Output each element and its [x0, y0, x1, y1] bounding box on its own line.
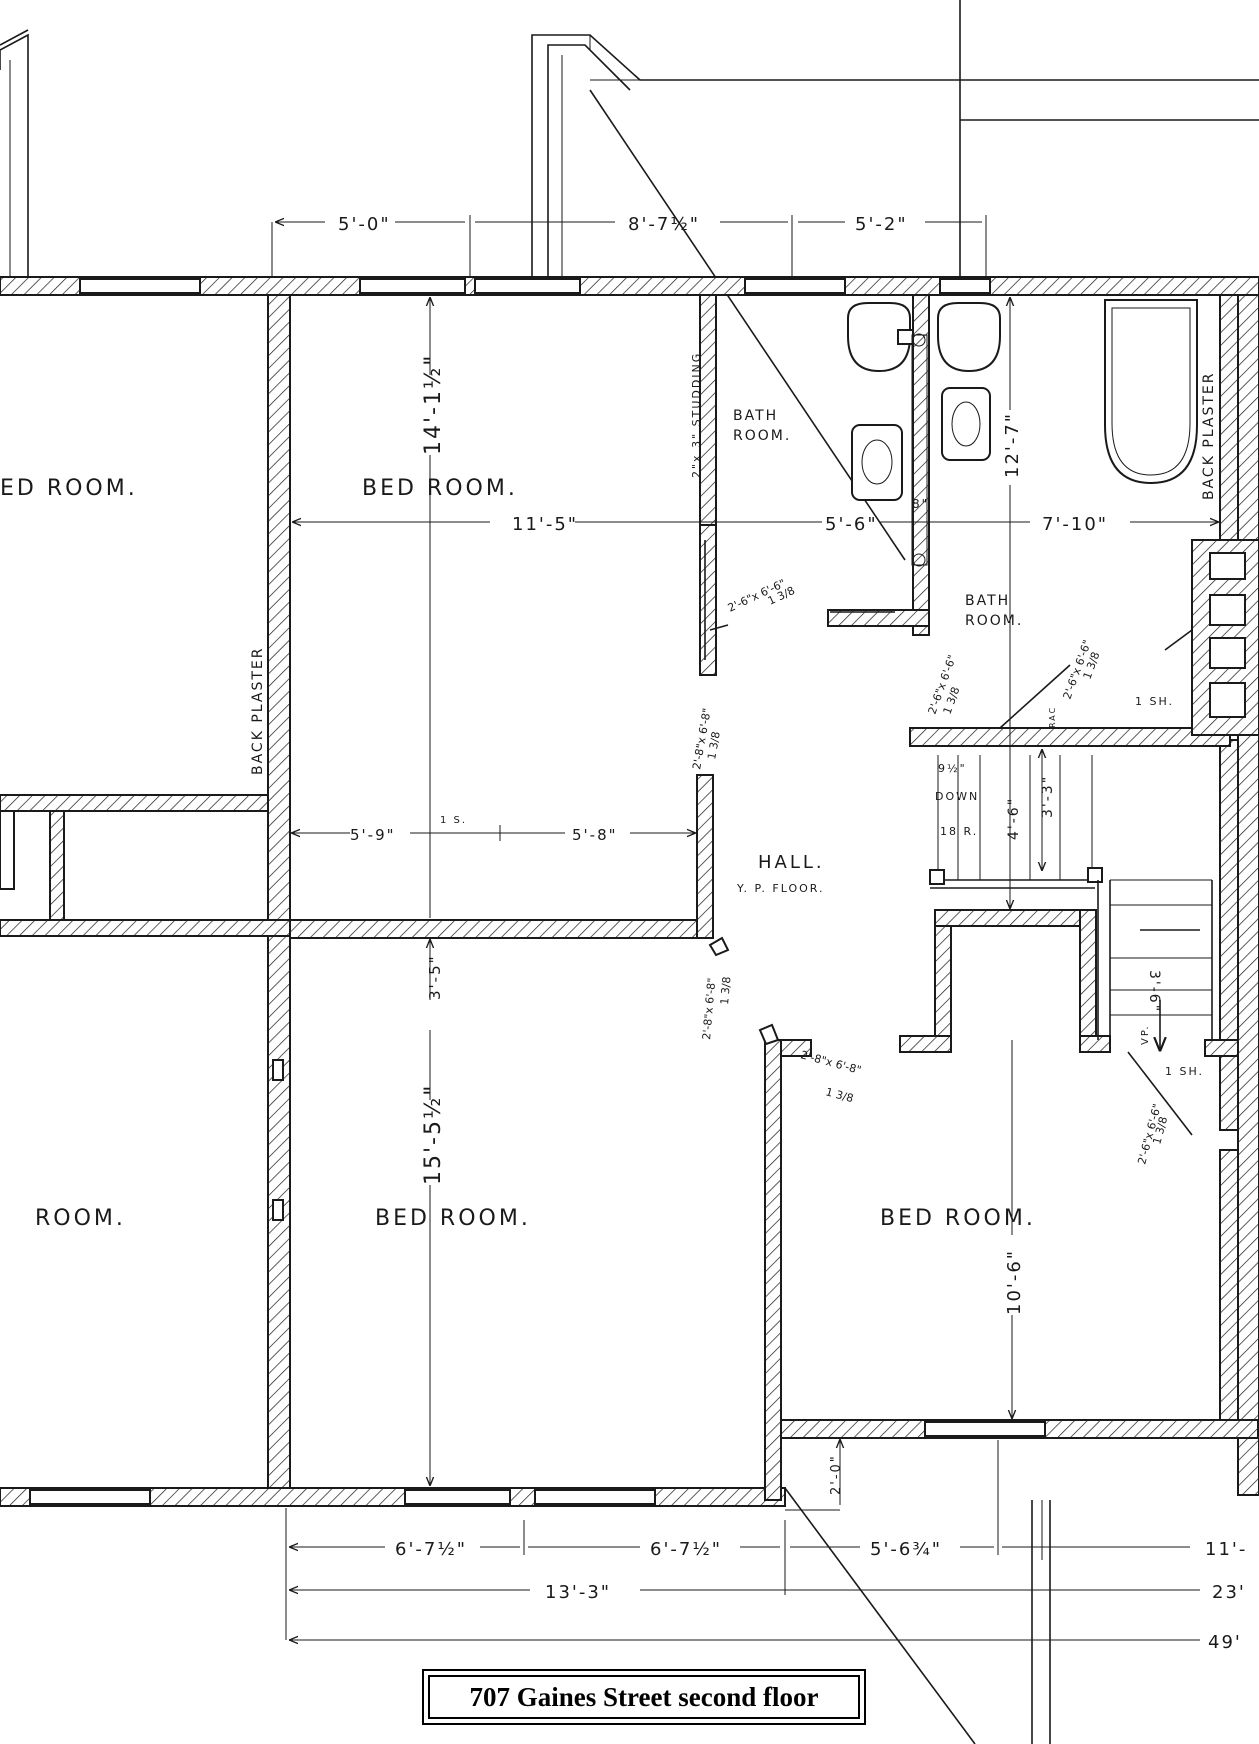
- room-label-bed-left-top: ED ROOM.: [0, 476, 138, 501]
- dim-bottom-offset: 2'-0": [829, 1454, 844, 1495]
- note-down-risers: 18 R.: [940, 825, 978, 838]
- note-down: DOWN: [935, 790, 979, 803]
- room-label-left-bottom: ROOM.: [35, 1206, 126, 1231]
- door-label-5: 2'-8"x 6'-8": [700, 977, 718, 1040]
- plan-notes: BACK PLASTER BACK PLASTER 2"x 3" STUDDIN…: [250, 352, 1217, 1078]
- dim-top-3: 5'-2": [855, 214, 908, 235]
- dim-stair-2: 3'-3": [1040, 775, 1056, 818]
- room-label-bed-mid: BED ROOM.: [375, 1206, 531, 1231]
- note-closet-1: 1 SH.: [1135, 695, 1174, 708]
- note-closet-2: 1 SH.: [1165, 1065, 1204, 1078]
- dim-bath2-height: 12'-7": [1002, 412, 1023, 478]
- caption-text: 707 Gaines Street second floor: [428, 1675, 860, 1719]
- room-label-bath-2b: ROOM.: [965, 613, 1023, 629]
- dim-bed-top-height: 14'-1½": [421, 354, 446, 455]
- room-label-bath-2: BATH: [965, 593, 1010, 609]
- room-label-hall: HALL.: [758, 852, 825, 873]
- dim-overall-2: 23': [1212, 1582, 1246, 1603]
- door-label-6b: 1 3/8: [824, 1085, 855, 1105]
- door-label-2b: 1 3/8: [705, 730, 723, 760]
- dim-closet-left: 5'-9": [350, 826, 396, 844]
- dim-bed-mid-height: 15'-5½": [421, 1084, 446, 1185]
- door-swings: [272, 611, 895, 1221]
- door-label-5b: 1 3/8: [718, 976, 733, 1005]
- dim-closet-depth: 3'-5": [426, 954, 444, 1000]
- dim-bed-right-height: 10'-6": [1004, 1249, 1025, 1315]
- note-studding: 2"x 3" STUDDING: [690, 352, 703, 478]
- door-label-6: 2'-8"x 6'-8": [799, 1048, 862, 1077]
- dim-overall-1: 13'-3": [545, 1582, 611, 1603]
- dimension-lines: [271, 215, 1218, 1640]
- dim-bottom-4: 11'-: [1205, 1539, 1247, 1560]
- dim-stair-3: 3'-6": [1146, 970, 1162, 1013]
- caption-box: 707 Gaines Street second floor: [422, 1669, 866, 1725]
- note-shelf: 1 S.: [440, 815, 467, 826]
- dim-wall-8: 8": [912, 497, 929, 511]
- walls: [0, 276, 1259, 1507]
- dim-bottom-3: 5'-6¾": [870, 1539, 942, 1560]
- note-wall-rac: RAC: [1048, 706, 1057, 728]
- dim-bed-top-width: 11'-5": [512, 514, 578, 535]
- note-back-plaster-left: BACK PLASTER: [250, 647, 266, 776]
- dim-stair-1: 4'-6": [1006, 797, 1022, 840]
- dim-top-2: 8'-7½": [628, 214, 700, 235]
- note-stair-tread: 9½": [938, 762, 967, 775]
- room-label-bath-1: BATH: [733, 408, 778, 424]
- dim-bottom-1: 6'-7½": [395, 1539, 467, 1560]
- room-label-bed-right: BED ROOM.: [880, 1206, 1036, 1231]
- note-vp: VP.: [1140, 1025, 1151, 1046]
- bath-fixtures: [847, 299, 1198, 567]
- room-label-bed-top: BED ROOM.: [362, 476, 518, 501]
- dim-closet-right: 5'-8": [572, 826, 618, 844]
- room-label-bath-1b: ROOM.: [733, 428, 791, 444]
- dim-bottom-2: 6'-7½": [650, 1539, 722, 1560]
- dim-top-1: 5'-0": [338, 214, 391, 235]
- room-label-hall-floor: Y. P. FLOOR.: [736, 882, 825, 895]
- dim-overall-3: 49': [1208, 1632, 1242, 1653]
- note-back-plaster-right: BACK PLASTER: [1201, 372, 1217, 501]
- room-labels: ED ROOM. BED ROOM. BATH ROOM. BATH ROOM.…: [0, 408, 1036, 1231]
- dimension-labels: 5'-0" 8'-7½" 5'-2" 14'-1½" 11'-5" 5'-6" …: [338, 214, 1247, 1653]
- stairs: [929, 755, 1213, 1050]
- dim-bath-width: 5'-6": [825, 514, 878, 535]
- dim-bath2-width: 7'-10": [1042, 514, 1108, 535]
